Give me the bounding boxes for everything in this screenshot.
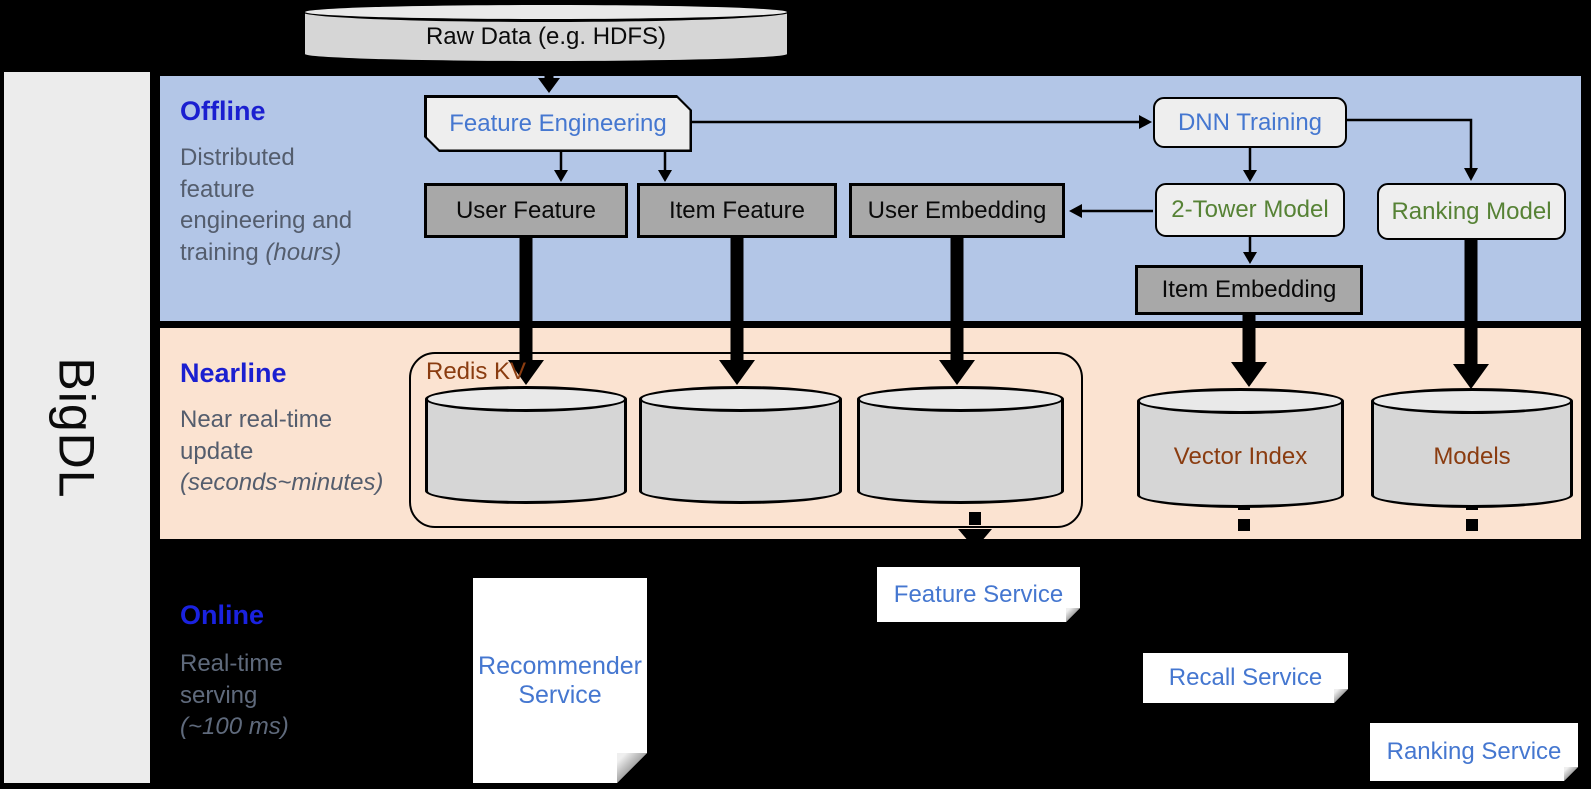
user-embedding-node: User Embedding (849, 183, 1065, 238)
cylinder-cap (1371, 388, 1573, 414)
nearline-desc-line: update (180, 437, 254, 465)
recall-service-label: Recall Service (1168, 664, 1323, 691)
ranking-model-node: Ranking Model (1377, 183, 1566, 240)
folded-corner (1564, 767, 1578, 781)
two-tower-model-node: 2-Tower Model (1155, 183, 1345, 237)
raw-data-label: Raw Data (e.g. HDFS) (425, 23, 667, 50)
item-feature-label: Item Feature (668, 196, 806, 224)
item-feature-node: Item Feature (637, 183, 837, 238)
dnn-training-node: DNN Training (1153, 97, 1347, 148)
redis-kv-label: Redis KV (426, 358, 527, 385)
cylinder-cap (425, 386, 627, 412)
cylinder-cap (857, 386, 1064, 412)
cylinder-body (857, 399, 1064, 491)
offline-desc-line: engineering and (180, 207, 353, 235)
redis-kv-container (409, 352, 1083, 528)
ranking-model-label: Ranking Model (1391, 197, 1552, 225)
redis-cylinder-1 (425, 386, 627, 504)
user-feature-label: User Feature (455, 196, 597, 224)
user-feature-node: User Feature (424, 183, 628, 238)
feature-service-node: Feature Service (877, 567, 1080, 622)
recommender-service-doc: Recommender Service (473, 578, 647, 783)
offline-desc-line: Distributed (180, 144, 295, 171)
folded-corner (617, 753, 647, 783)
folded-corner (1334, 689, 1348, 703)
offline-desc-line: feature (180, 175, 255, 203)
nearline-desc-italic: (seconds~minutes) (180, 469, 384, 497)
cylinder-cap (1137, 388, 1344, 414)
offline-desc: Distributed feature engineering and trai… (180, 142, 410, 269)
raw-data-cylinder: Raw Data (e.g. HDFS) (302, 2, 790, 64)
bigdl-label: BigDL (49, 356, 105, 499)
cylinder-cap (302, 2, 790, 22)
recall-service-node: Recall Service (1143, 653, 1348, 703)
item-embedding-node: Item Embedding (1135, 265, 1363, 315)
nearline-desc-line: Near real-time (180, 406, 333, 433)
online-desc-italic: (~100 ms) (180, 713, 289, 741)
feature-engineering-label: Feature Engineering (427, 98, 690, 150)
recommender-service-label: Recommender Service (478, 651, 642, 709)
cylinder-body (1371, 401, 1573, 495)
models-cylinder: Models (1371, 388, 1573, 508)
models-label: Models (1433, 443, 1511, 470)
dnn-training-label: DNN Training (1177, 108, 1323, 136)
ranking-service-node: Ranking Service (1370, 723, 1578, 781)
two-tower-model-label: 2-Tower Model (1171, 196, 1329, 223)
online-title: Online (180, 600, 265, 630)
bigdl-sidebar: BigDL (4, 72, 150, 783)
offline-title: Offline (180, 96, 266, 126)
offline-desc-line: training (180, 239, 266, 267)
folded-corner (1066, 608, 1080, 622)
ranking-service-label: Ranking Service (1386, 738, 1562, 765)
cylinder-cap (639, 386, 842, 412)
redis-cylinder-2 (639, 386, 842, 504)
cylinder-body (1137, 401, 1344, 495)
offline-desc-italic: (hours) (265, 239, 342, 267)
nearline-desc: Near real-time update (seconds~minutes) (180, 404, 436, 499)
nearline-title: Nearline (180, 358, 287, 388)
online-desc-line: Real-time (180, 650, 283, 677)
item-embedding-label: Item Embedding (1161, 276, 1337, 303)
redis-cylinder-3 (857, 386, 1064, 504)
user-embedding-label: User Embedding (867, 196, 1047, 224)
cylinder-body (425, 399, 627, 491)
vector-index-cylinder: Vector Index (1137, 388, 1344, 508)
vector-index-label: Vector Index (1173, 443, 1308, 470)
online-desc: Real-time serving (~100 ms) (180, 648, 370, 743)
cylinder-body (639, 399, 842, 491)
online-desc-line: serving (180, 681, 258, 709)
feature-service-label: Feature Service (893, 580, 1064, 608)
feature-engineering-node: Feature Engineering (424, 95, 692, 152)
